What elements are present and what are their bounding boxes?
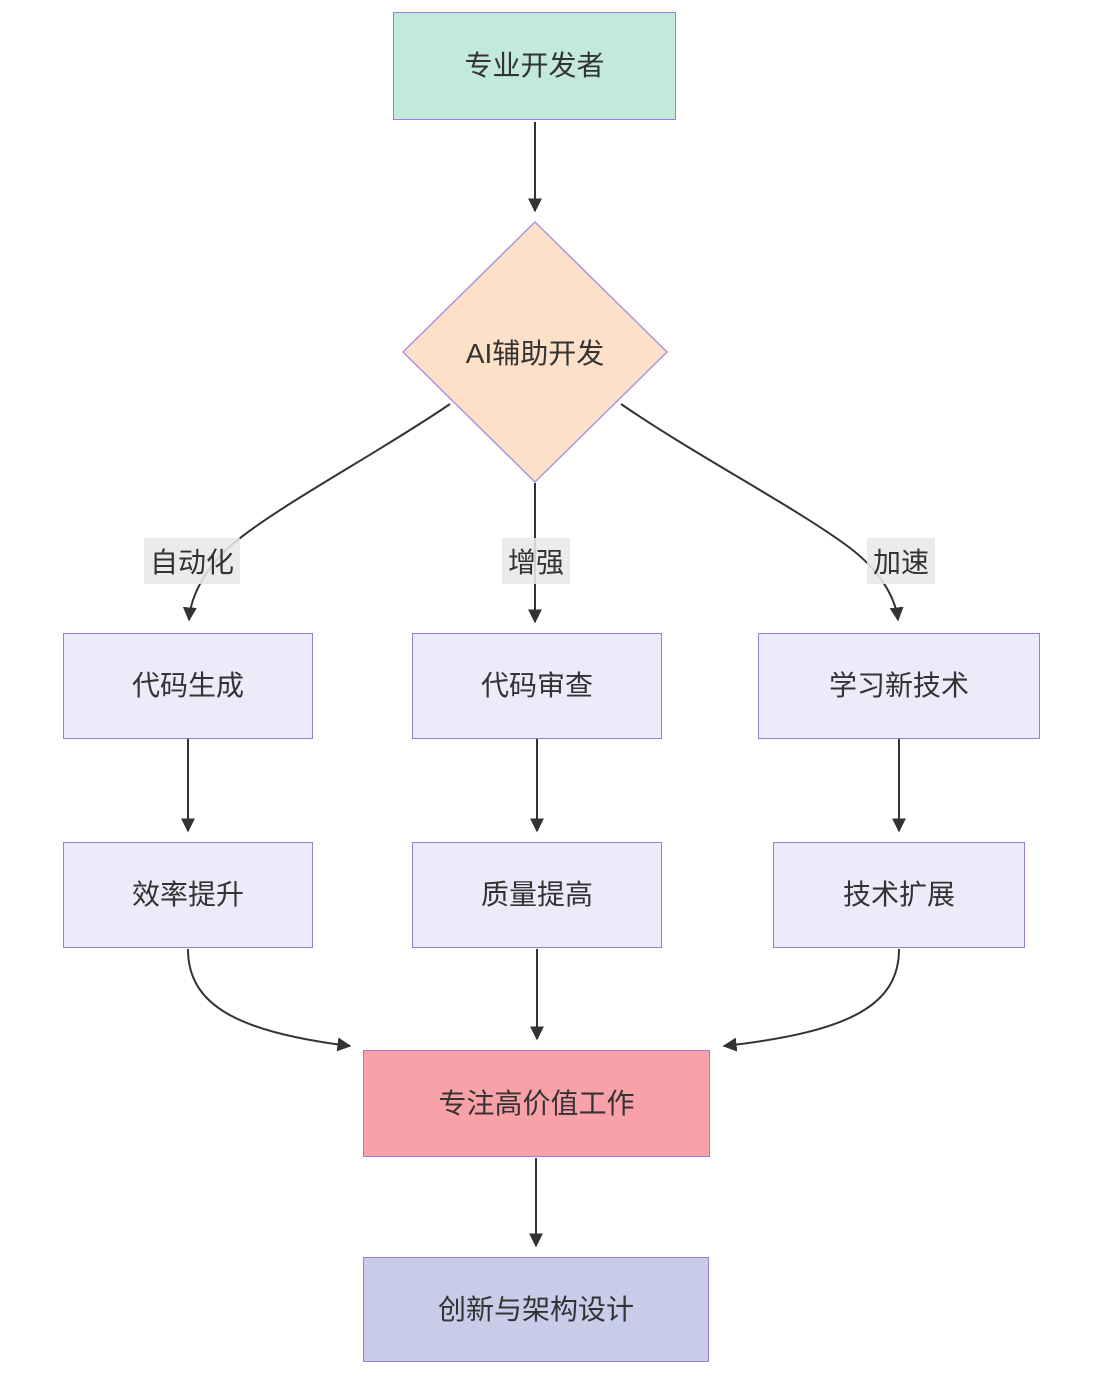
node-code-review-label: 代码审查 [480,670,593,702]
edge-ai-to-learntech [620,403,904,622]
node-efficiency-boost: 效率提升 [63,842,313,948]
node-code-generation: 代码生成 [63,633,313,739]
node-code-generation-label: 代码生成 [131,670,244,702]
node-quality-improve-label: 质量提高 [480,879,593,911]
edge-techexpand-to-highvalue [722,948,900,1052]
node-developer-label: 专业开发者 [464,50,605,82]
node-learn-new-tech: 学习新技术 [758,633,1040,739]
node-learn-new-tech-label: 学习新技术 [828,670,969,702]
node-tech-expansion-label: 技术扩展 [842,879,955,911]
edge-label-automation: 自动化 [143,538,241,584]
edge-efficiency-to-highvalue [187,948,352,1052]
node-high-value-work-label: 专注高价值工作 [438,1087,635,1119]
node-tech-expansion: 技术扩展 [773,842,1025,948]
node-quality-improve: 质量提高 [412,842,662,948]
node-innovation-architecture: 创新与架构设计 [363,1257,709,1362]
edge-ai-to-codegen [182,403,451,622]
node-developer: 专业开发者 [393,12,676,120]
node-innovation-architecture-label: 创新与架构设计 [437,1293,634,1325]
node-efficiency-boost-label: 效率提升 [131,879,244,911]
edge-label-accelerate: 加速 [866,538,936,584]
node-ai-decision-shape [401,220,669,484]
node-code-review: 代码审查 [412,633,662,739]
node-ai-decision-label: AI辅助开发 [465,338,605,369]
node-high-value-work: 专注高价值工作 [363,1050,710,1157]
edge-label-enhance: 增强 [501,538,571,584]
